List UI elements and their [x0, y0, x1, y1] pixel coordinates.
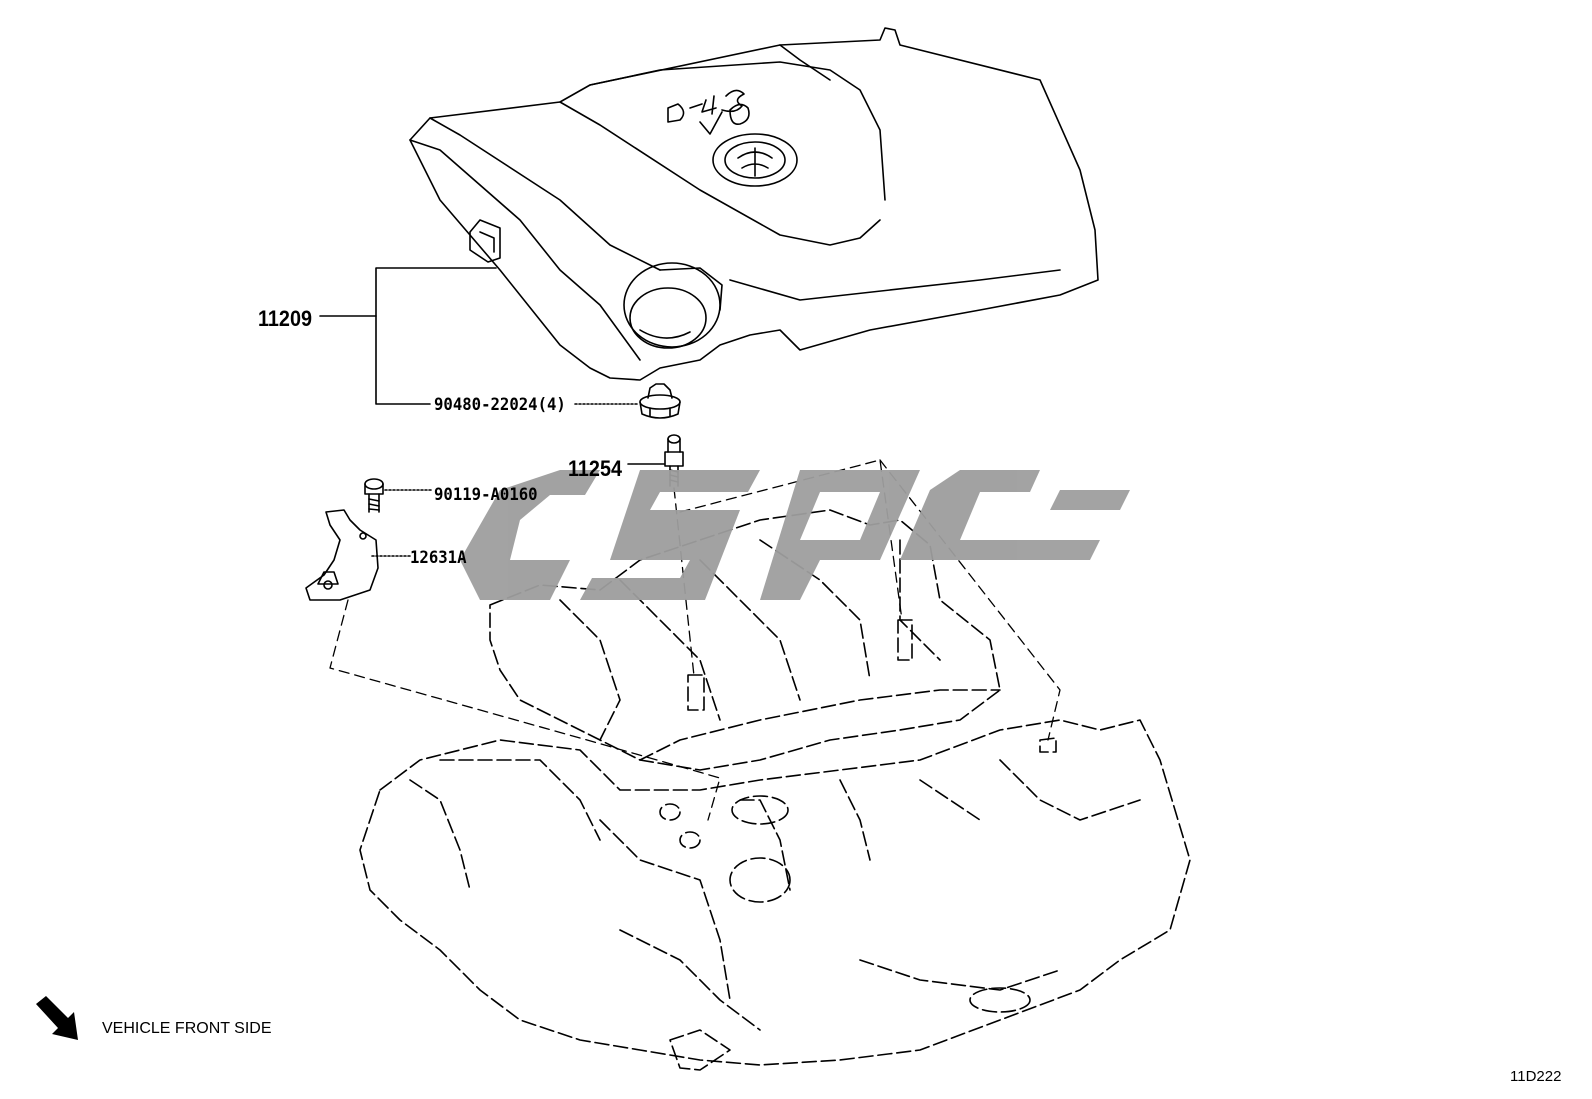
part-label-90119: 90119-A0160: [434, 485, 538, 505]
diagram-code: 11D222: [1510, 1068, 1562, 1085]
leader-lines: [319, 267, 665, 557]
part-label-11209: 11209: [258, 306, 312, 331]
grommet: [639, 383, 681, 419]
vehicle-front-note: VEHICLE FRONT SIDE: [102, 1020, 272, 1037]
vehicle-front-arrow-icon: [36, 996, 78, 1040]
part-label-12631a: 12631A: [410, 548, 467, 568]
watermark-logo: [460, 470, 1130, 600]
part-label-90480: 90480-22024(4): [434, 395, 566, 415]
part-label-11254: 11254: [568, 456, 622, 481]
bracket: [305, 509, 379, 601]
engine-cover: [409, 27, 1099, 381]
bolt: [364, 478, 384, 513]
